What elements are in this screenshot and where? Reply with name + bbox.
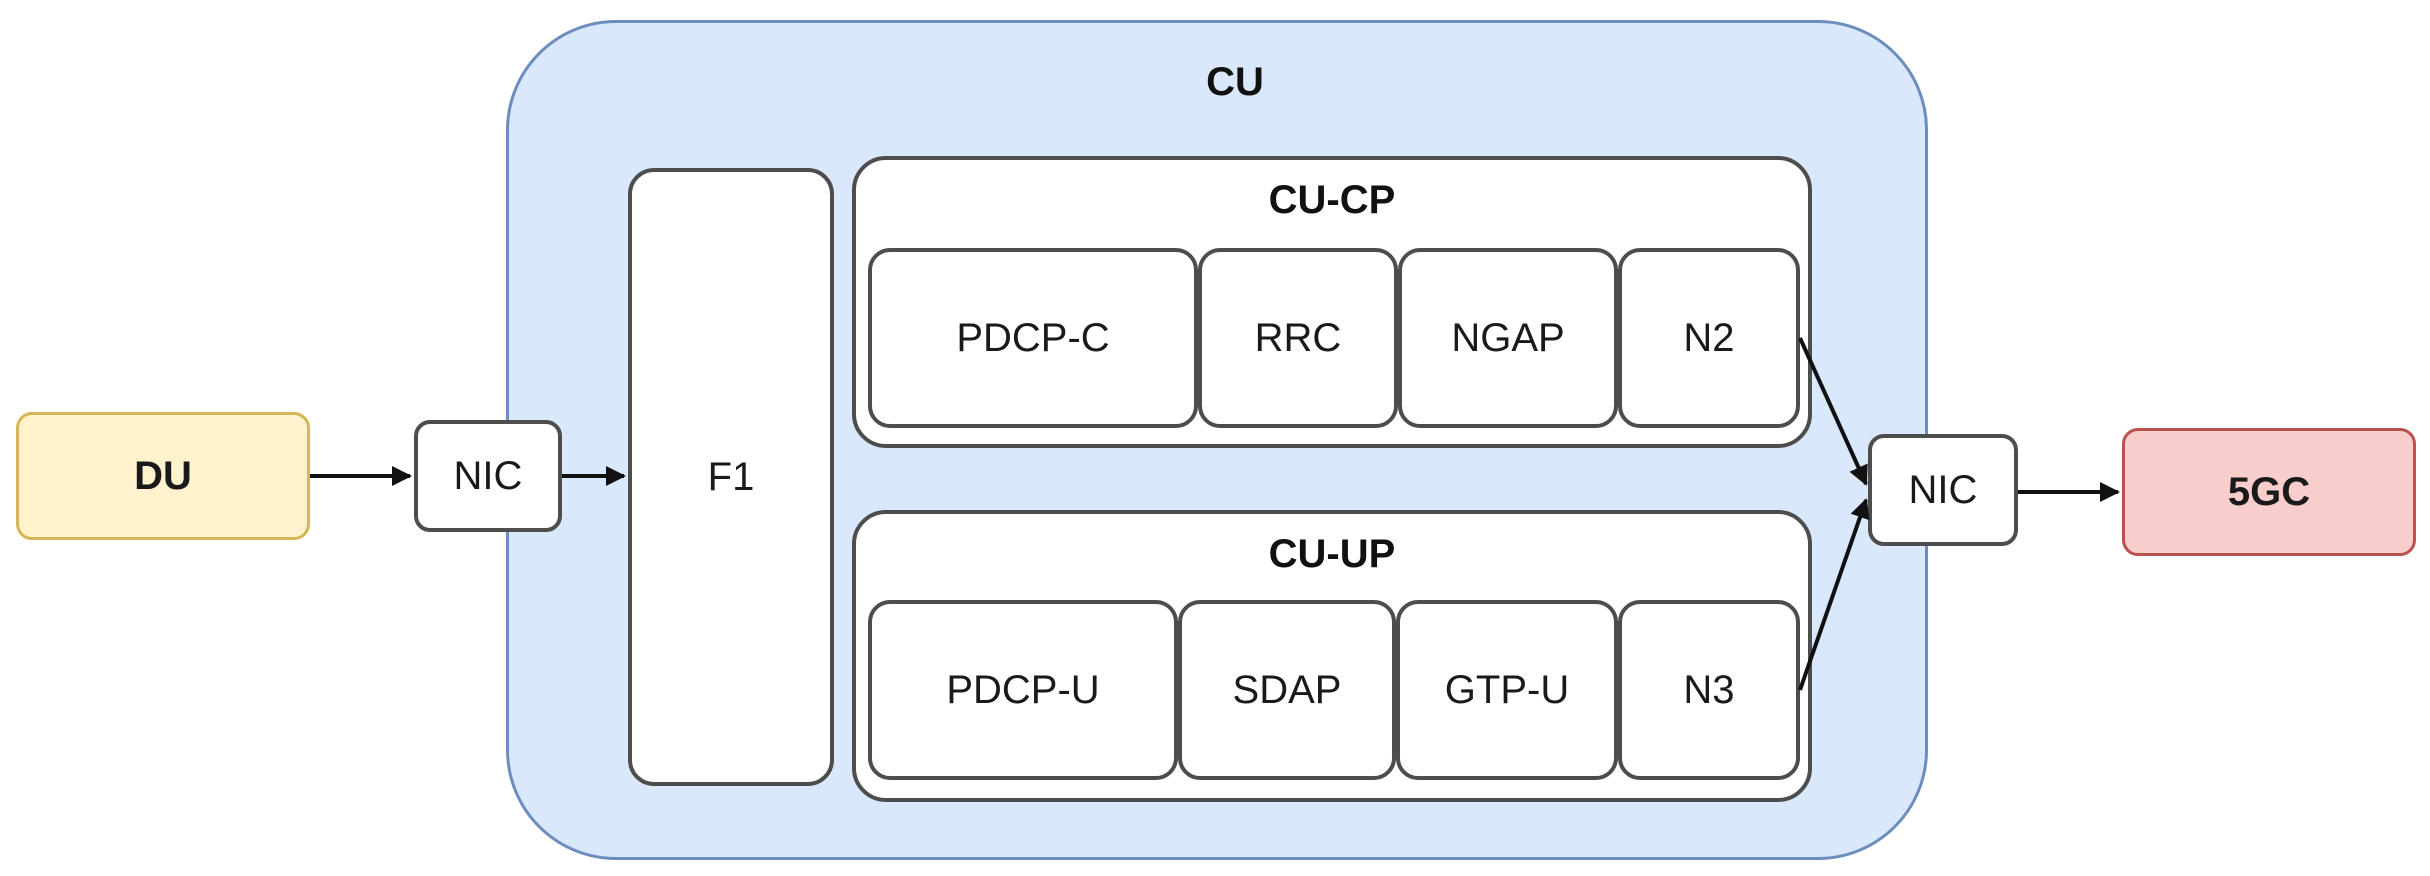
arrow-n2-to-nic [1798,337,1868,486]
nic-left-label: NIC [453,453,523,498]
f1-block: F1 [628,168,834,786]
nic-right-label: NIC [1908,467,1978,512]
cell-label: SDAP [1232,667,1342,712]
cu-up-cell-n3: N3 [1618,600,1800,780]
cu-title: CU [1206,60,1264,104]
core-label: 5GC [2227,469,2311,514]
arrow-n3-to-nic [1798,498,1870,691]
cu-cp-title: CU-CP [1268,178,1396,222]
nic-right: NIC [1868,434,2018,546]
cell-label: PDCP-U [946,667,1100,712]
cell-label: GTP-U [1444,667,1570,712]
cell-label: RRC [1254,315,1342,360]
f1-label: F1 [707,454,755,499]
cu-up-title: CU-UP [1268,532,1396,576]
du-label: DU [134,453,192,498]
cu-cp-cell-ngap: NGAP [1398,248,1618,428]
cu-cp-cell-rrc: RRC [1198,248,1398,428]
cu-up-cell-sdap: SDAP [1178,600,1396,780]
cu-cp-cell-pdcp-c: PDCP-C [868,248,1198,428]
cu-up-cell-pdcp-u: PDCP-U [868,600,1178,780]
cell-label: N3 [1683,667,1735,712]
core-5gc-node: 5GC [2122,428,2416,556]
cu-cp-cell-n2: N2 [1618,248,1800,428]
cell-label: N2 [1683,315,1735,360]
cell-label: PDCP-C [956,315,1110,360]
cell-label: NGAP [1451,315,1565,360]
cu-up-cell-gtp-u: GTP-U [1396,600,1618,780]
du-node: DU [16,412,310,540]
nic-left: NIC [414,420,562,532]
